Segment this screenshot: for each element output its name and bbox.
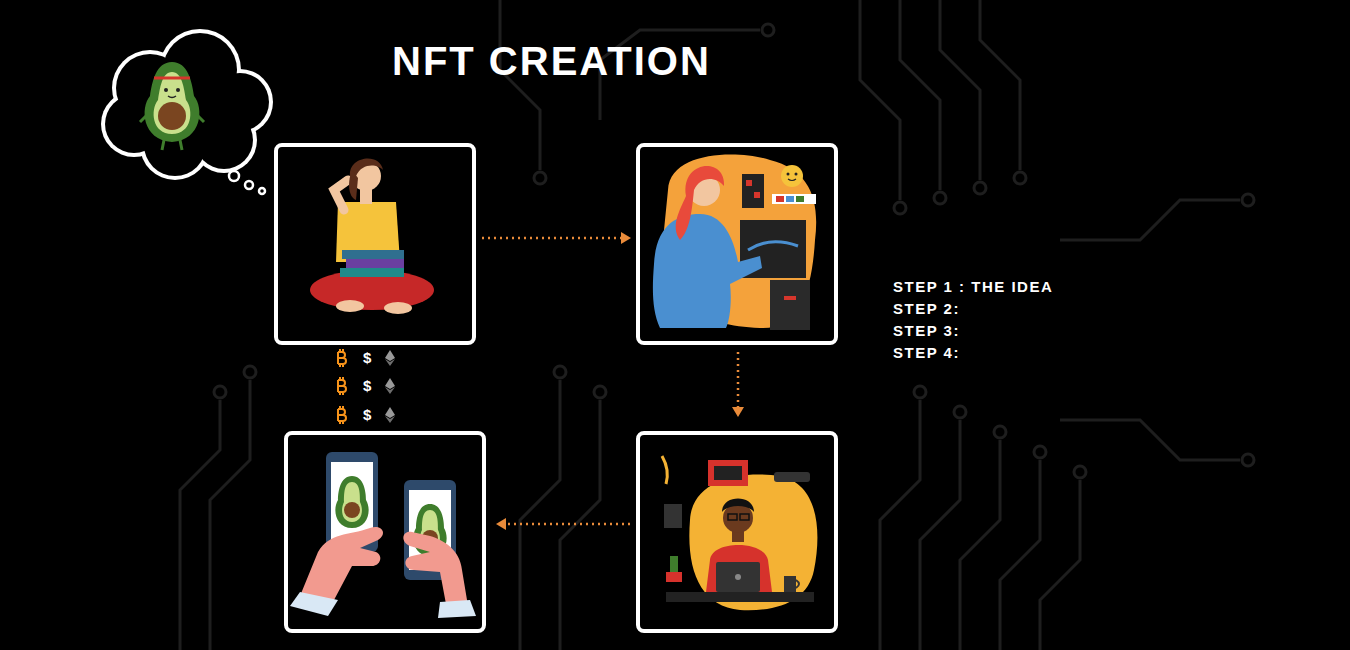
step-label: STEP 3: xyxy=(893,323,960,340)
phones-trading xyxy=(290,452,476,618)
currency-symbol: $ xyxy=(363,350,371,367)
arrow-heads xyxy=(496,232,744,530)
flow-arrows xyxy=(482,238,738,524)
thought-cloud xyxy=(101,29,273,194)
diagram-title: NFT CREATION xyxy=(392,39,711,83)
circuit-traces xyxy=(180,0,1240,650)
thinking-woman xyxy=(310,159,434,314)
step-label: STEP 1 : THE IDEA xyxy=(893,279,1053,296)
currency-symbol: $ xyxy=(363,407,371,424)
step-label: STEP 4: xyxy=(893,345,960,362)
step-frames xyxy=(276,145,836,631)
coding-man xyxy=(662,456,817,610)
step-label: STEP 2: xyxy=(893,301,960,318)
circuit-pads xyxy=(214,24,1254,478)
avocado-idea xyxy=(140,62,204,150)
designing-woman xyxy=(653,154,816,330)
currency-symbol: $ xyxy=(363,378,371,395)
ethereum-icons xyxy=(385,350,395,423)
bitcoin-icons xyxy=(338,349,346,424)
